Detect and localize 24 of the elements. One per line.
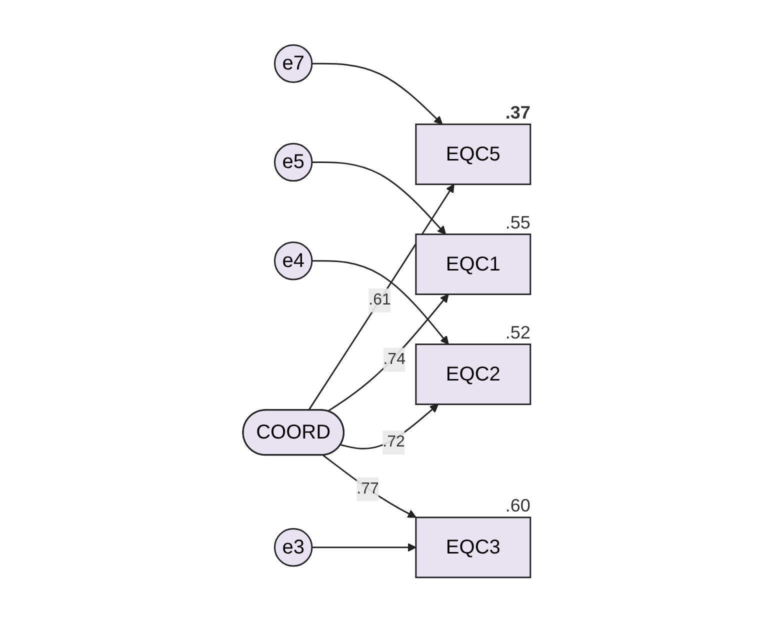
arrow (328, 294, 450, 412)
node-box: EQC5 (415, 123, 532, 185)
arrow (312, 161, 446, 234)
node-circle: e7 (274, 44, 313, 83)
node-circle: e4 (274, 241, 313, 280)
arrow (340, 404, 439, 450)
arrow (323, 454, 417, 518)
arrow (312, 260, 450, 344)
edge-label: .72 (382, 433, 406, 450)
loading-value: .37 (506, 102, 531, 122)
edge-label: .77 (356, 480, 380, 498)
loading-value: .60 (506, 495, 531, 516)
node-box: EQC1 (415, 233, 532, 295)
edge-label: .74 (384, 350, 406, 368)
arrow (312, 62, 443, 124)
node-box: EQC3 (415, 516, 532, 578)
node-circle: e3 (274, 528, 313, 567)
node-box: EQC2 (415, 343, 532, 405)
arrow (308, 184, 455, 411)
node-circle: e5 (274, 142, 313, 182)
loading-value: .52 (506, 322, 531, 342)
loading-value: .55 (506, 212, 531, 232)
arrow (312, 542, 417, 552)
edge-label: .61 (368, 291, 392, 308)
